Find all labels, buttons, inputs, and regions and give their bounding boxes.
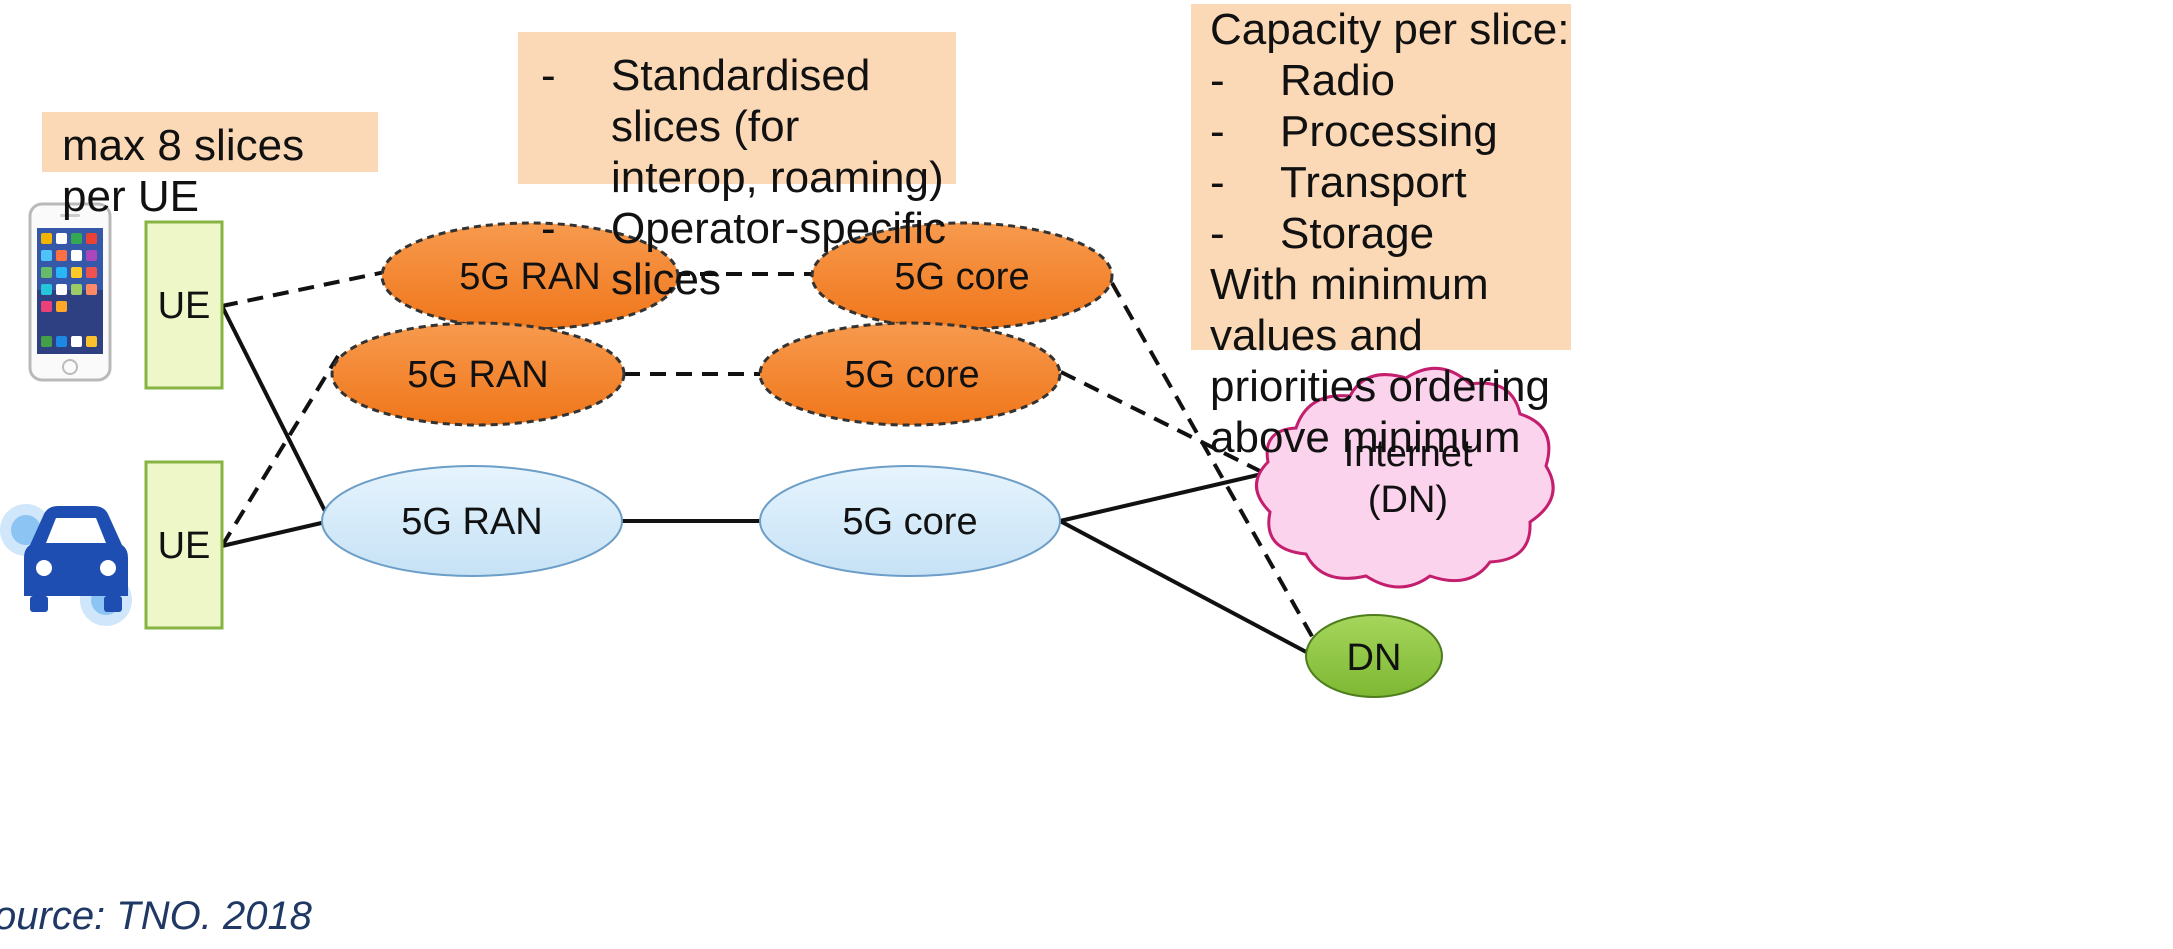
link-ue-phone-ran-slice-1 xyxy=(221,270,386,308)
core-default-label: 5G core xyxy=(842,501,977,543)
capacity-item: Storage xyxy=(1210,208,1571,259)
capacity-title: Capacity per slice: xyxy=(1210,5,1570,54)
capacity-list: Radio Processing Transport Storage xyxy=(1210,55,1571,259)
internet-cloud xyxy=(1255,366,1555,589)
smartphone-icon xyxy=(28,202,112,382)
ran-default xyxy=(321,465,623,577)
dn-node xyxy=(1305,614,1443,698)
link-core1-dn xyxy=(1110,282,1324,655)
capacity-item: Processing xyxy=(1210,106,1571,157)
core-default xyxy=(759,465,1061,577)
capacity-item: Radio xyxy=(1210,55,1571,106)
ue-car-box xyxy=(144,460,224,630)
capacity-note: Capacity per slice: Radio Processing Tra… xyxy=(1191,4,1571,462)
link-ue-phone-ran-default xyxy=(220,305,332,522)
core-slice-2 xyxy=(758,321,1062,427)
internet-label: Internet xyxy=(1344,433,1473,475)
link-core-default-dn xyxy=(1059,519,1311,656)
ue-phone-label: UE xyxy=(158,285,211,327)
core-slice-2-label: 5G core xyxy=(844,354,979,396)
link-ue-car-ran-slice-2 xyxy=(220,354,340,548)
ue-limit-text: max 8 slices per UE xyxy=(62,121,305,221)
slice-type-item: Operator-specific slices xyxy=(541,203,956,305)
link-core2-internet xyxy=(1060,370,1263,474)
ue-phone-box xyxy=(144,220,224,390)
slice-type-item: Standardised slices (for interop, roamin… xyxy=(541,50,956,203)
ran-default-label: 5G RAN xyxy=(401,501,542,543)
capacity-item: Transport xyxy=(1210,157,1571,208)
car-icon xyxy=(0,504,132,626)
ran-slice-2 xyxy=(330,321,626,427)
internet-sub-label: (DN) xyxy=(1368,479,1448,521)
ran-slice-2-label: 5G RAN xyxy=(407,354,548,396)
dn-label: DN xyxy=(1347,637,1402,679)
ue-car-label: UE xyxy=(158,525,211,567)
connections xyxy=(220,270,1324,656)
link-ue-car-ran-default xyxy=(221,519,331,548)
link-core-default-internet xyxy=(1059,472,1263,523)
slice-types-list: Standardised slices (for interop, roamin… xyxy=(541,50,956,305)
capacity-footer: With minimum values and priorities order… xyxy=(1210,260,1550,462)
ue-limit-note: max 8 slices per UE xyxy=(42,112,378,221)
slice-types-note: Standardised slices (for interop, roamin… xyxy=(518,32,956,304)
source-caption: ource: TNO. 2018 xyxy=(0,894,312,938)
